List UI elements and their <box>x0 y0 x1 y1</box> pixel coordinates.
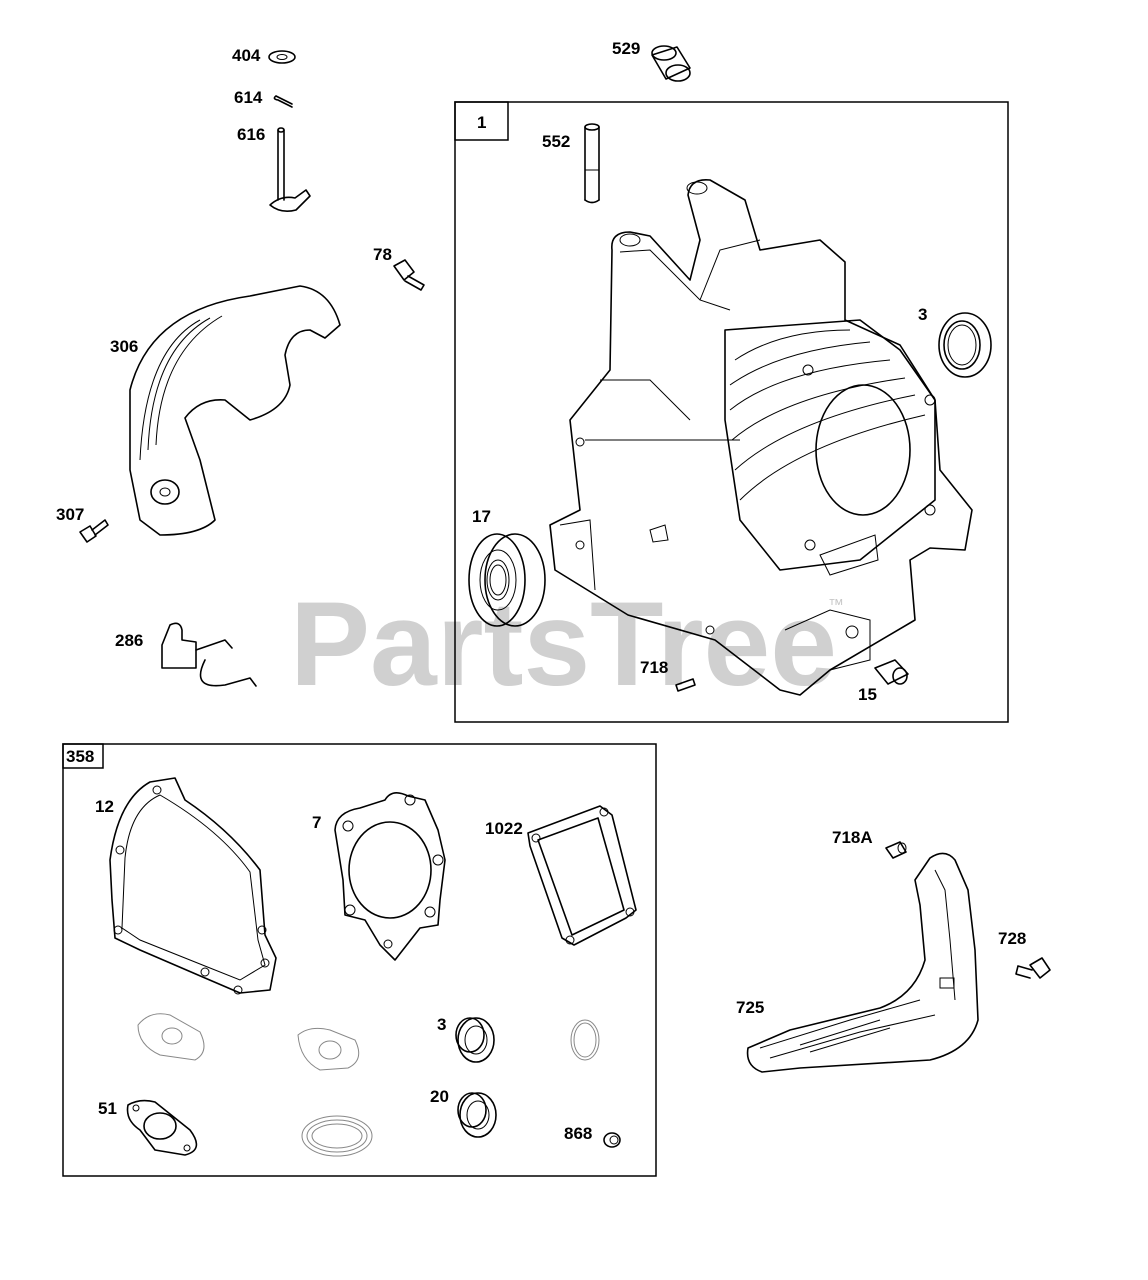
callout-725[interactable]: 725 <box>736 998 764 1017</box>
bolt-728[interactable] <box>1015 957 1051 979</box>
callout-616[interactable]: 616 <box>237 125 265 144</box>
carb-gasket-ghost <box>297 1027 360 1071</box>
callout-286[interactable]: 286 <box>115 631 143 650</box>
bushing-529[interactable] <box>651 45 691 82</box>
washer-404[interactable] <box>268 50 296 64</box>
bolt-78[interactable] <box>393 259 425 291</box>
callout-614[interactable]: 614 <box>234 88 263 107</box>
cotter-pin-614[interactable] <box>273 95 293 108</box>
gasket-set-box: 358 <box>62 743 657 1177</box>
oil-seal-3-block[interactable] <box>938 312 992 378</box>
callout-868[interactable]: 868 <box>564 1124 592 1143</box>
callout-307[interactable]: 307 <box>56 505 84 524</box>
callout-17[interactable]: 17 <box>472 507 491 526</box>
oil-sump-baffle-725[interactable] <box>746 852 979 1073</box>
callout-20[interactable]: 20 <box>430 1087 449 1106</box>
gasket-set-tag: 358 <box>66 747 94 766</box>
callout-3-set[interactable]: 3 <box>437 1015 446 1034</box>
dowel-pin-718a[interactable] <box>885 841 907 859</box>
callout-78[interactable]: 78 <box>373 245 392 264</box>
short-block-box: 1 <box>454 101 1009 723</box>
short-block-tag: 1 <box>477 113 486 132</box>
callout-15[interactable]: 15 <box>858 685 877 704</box>
crankcase-gasket-12[interactable] <box>109 777 277 995</box>
bearing-17[interactable] <box>468 533 546 627</box>
watermark-trademark: ™ <box>828 597 844 614</box>
exhaust-gasket-51[interactable] <box>126 1099 198 1156</box>
head-gasket-7[interactable] <box>334 792 446 961</box>
seal-868[interactable] <box>603 1132 621 1148</box>
ring-gasket-ghost <box>301 1115 373 1157</box>
callout-529[interactable]: 529 <box>612 39 640 58</box>
ground-wire-286[interactable] <box>161 622 257 687</box>
oil-seal-3-set[interactable] <box>455 1017 495 1063</box>
callout-718a[interactable]: 718A <box>832 828 873 847</box>
screw-307[interactable] <box>79 519 109 543</box>
oil-seal-20[interactable] <box>457 1092 497 1138</box>
dowel-552[interactable] <box>584 123 600 204</box>
callout-51[interactable]: 51 <box>98 1099 117 1118</box>
callout-3-block[interactable]: 3 <box>918 305 927 324</box>
callout-404[interactable]: 404 <box>232 46 261 65</box>
callout-728[interactable]: 728 <box>998 929 1026 948</box>
intake-gasket-ghost <box>137 1013 205 1061</box>
governor-shaft-616[interactable] <box>269 127 311 212</box>
oring-ghost <box>570 1019 600 1061</box>
callout-12[interactable]: 12 <box>95 797 114 816</box>
callout-306[interactable]: 306 <box>110 337 138 356</box>
dowel-pin-718[interactable] <box>675 678 696 692</box>
callout-552[interactable]: 552 <box>542 132 570 151</box>
callout-718[interactable]: 718 <box>640 658 668 677</box>
plug-15[interactable] <box>874 659 909 685</box>
callout-7[interactable]: 7 <box>312 813 321 832</box>
callout-1022[interactable]: 1022 <box>485 819 523 838</box>
valve-cover-gasket-1022[interactable] <box>527 805 637 946</box>
air-guide-306[interactable] <box>129 285 341 536</box>
cylinder-block[interactable] <box>549 178 973 696</box>
watermark: PartsTree <box>290 577 837 711</box>
